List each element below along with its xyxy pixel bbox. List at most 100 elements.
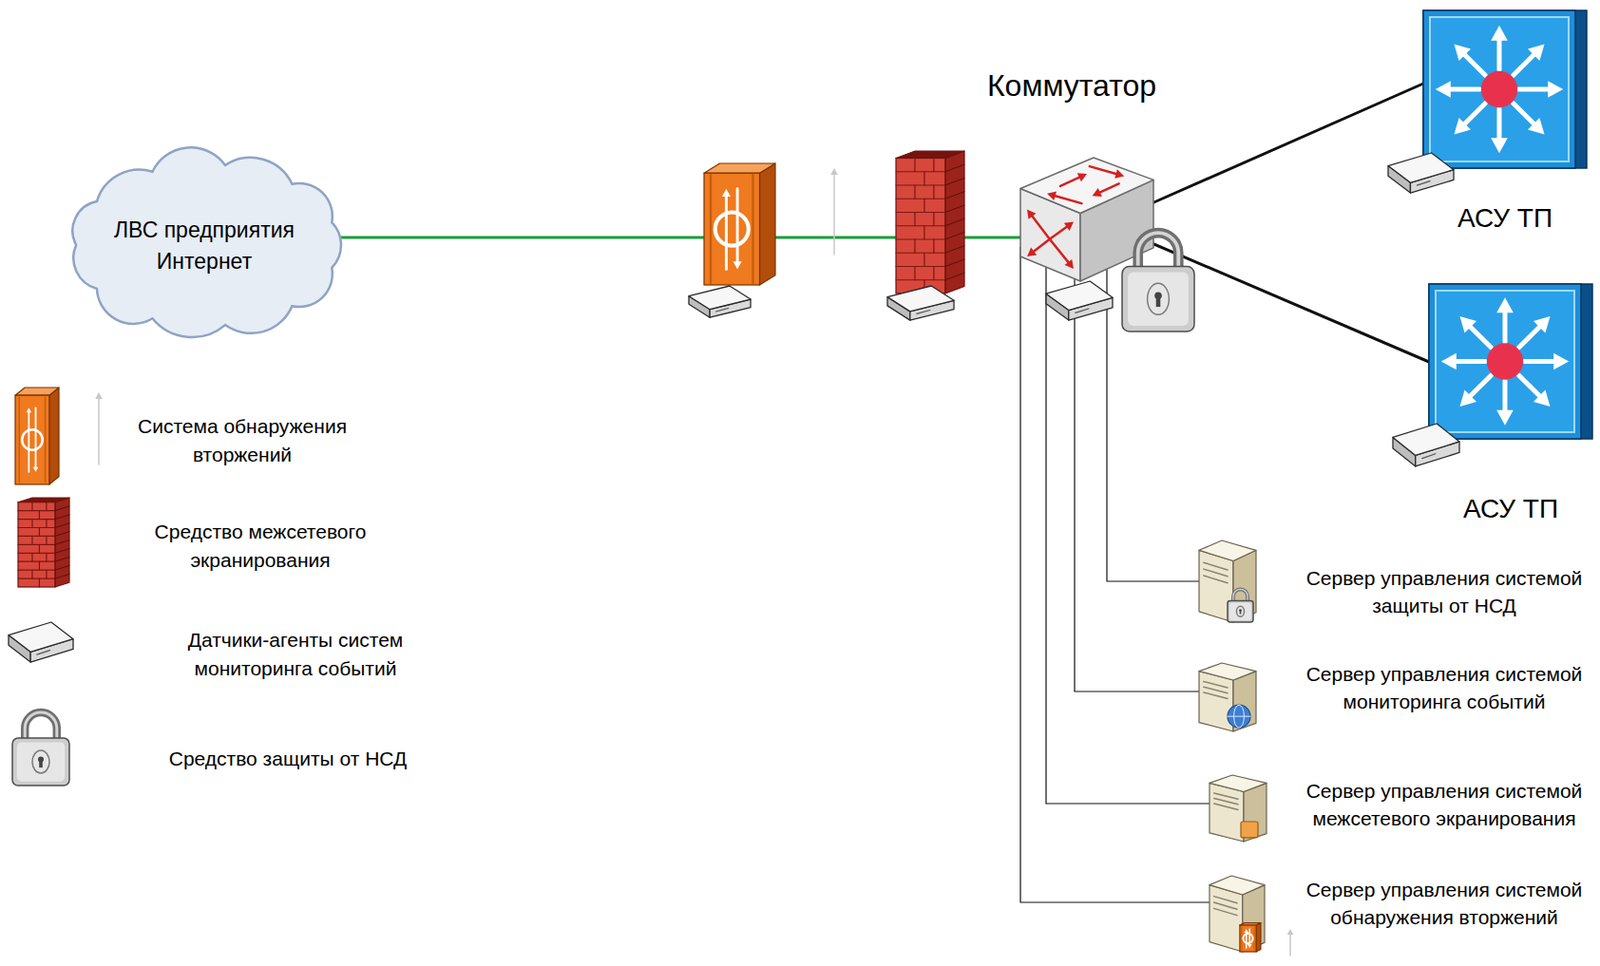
lock-keyhole xyxy=(38,759,43,768)
connector xyxy=(1106,247,1200,582)
brick-line xyxy=(895,184,946,186)
ids-ring xyxy=(1242,933,1253,944)
brick-line xyxy=(945,246,965,254)
arrow-head xyxy=(733,261,743,269)
asu-icon xyxy=(1423,10,1587,169)
detail-line xyxy=(1214,908,1238,915)
legend-item: Средство защиты от НСД xyxy=(12,704,450,733)
shape-face xyxy=(1209,885,1243,953)
server-node: Сервер управления системой межсетевого э… xyxy=(1209,775,1592,842)
shape-face xyxy=(704,163,776,173)
asu-core xyxy=(1481,71,1518,108)
brick-line xyxy=(895,238,946,240)
brick-line xyxy=(895,211,946,213)
brick-joint xyxy=(45,552,47,562)
arrow-head xyxy=(1459,389,1477,407)
server-shape xyxy=(1209,876,1265,953)
arrow-head xyxy=(1547,80,1563,98)
node-label: Сервер управления системой защиты от НСД xyxy=(1296,564,1592,620)
server-node: Сервер управления системой защиты от НСД xyxy=(1199,540,1592,623)
lock-keyhole xyxy=(1239,610,1242,615)
brick-line xyxy=(945,232,965,241)
cloud-shape xyxy=(51,133,362,358)
arrow-shaft xyxy=(1245,932,1248,949)
lock-ring xyxy=(32,750,50,774)
arrow-head xyxy=(33,467,39,473)
detail-line xyxy=(1203,681,1228,687)
brick-line xyxy=(55,540,70,546)
detail-line xyxy=(1203,575,1228,584)
asu-side xyxy=(1428,284,1593,439)
brick-line xyxy=(18,535,56,537)
brick-line xyxy=(945,191,965,200)
detail-line xyxy=(1416,181,1430,187)
detail-line xyxy=(1254,927,1256,951)
brick-joint xyxy=(933,239,934,253)
arrow-shaft xyxy=(1513,103,1538,128)
detail-line xyxy=(1422,454,1436,459)
brick-line xyxy=(55,523,70,529)
arrow-shaft xyxy=(1031,239,1050,253)
arrow-head xyxy=(26,407,33,413)
brick-joint xyxy=(31,535,33,545)
server-icon xyxy=(1209,775,1267,842)
brick-line xyxy=(18,510,56,512)
arrow-head xyxy=(1435,80,1451,98)
lock-icon xyxy=(1227,589,1254,623)
brick-line xyxy=(18,518,56,520)
arrow-head xyxy=(1441,353,1457,371)
arrow-head xyxy=(1553,353,1569,371)
brick-line xyxy=(55,532,70,537)
brick-joint xyxy=(45,502,47,512)
arrow-head xyxy=(1064,259,1074,269)
arrow-head xyxy=(95,392,103,400)
brick-joint xyxy=(923,198,925,212)
lock-body xyxy=(1227,601,1254,623)
arrow-shaft xyxy=(1466,375,1491,400)
arrow-head xyxy=(1247,944,1252,949)
arrow-head xyxy=(1533,389,1551,407)
brick-line xyxy=(895,225,946,227)
detail-line xyxy=(1214,896,1238,904)
asu-node: АСУ ТП xyxy=(1428,284,1593,528)
shape-face xyxy=(945,151,965,294)
brick-line xyxy=(895,171,946,172)
brick-line xyxy=(895,198,946,200)
brick-line xyxy=(55,557,70,563)
detail-line xyxy=(1203,562,1228,571)
brick-joint xyxy=(933,212,934,227)
shape-face xyxy=(688,285,751,310)
brick-joint xyxy=(38,527,40,536)
firewall-icon xyxy=(895,151,965,294)
shape-face xyxy=(1209,782,1244,842)
lock-body xyxy=(12,738,70,786)
switch-shape xyxy=(969,66,1198,352)
detail-line xyxy=(916,310,931,315)
brick-joint xyxy=(923,252,925,267)
arrow-shaft xyxy=(724,193,728,269)
detail-line xyxy=(1203,692,1228,699)
legend-label: Средство межсетевого экранирования xyxy=(122,517,399,575)
server-icon xyxy=(1199,663,1257,732)
arrow-shaft xyxy=(1248,929,1251,946)
detail-line xyxy=(1214,799,1239,805)
sensor-agent-icon xyxy=(1388,152,1454,193)
arrow-shaft xyxy=(1503,380,1508,415)
ids-icon xyxy=(704,163,776,286)
legend-item: Система обнаружения вторжений xyxy=(15,387,381,445)
arrow-shaft xyxy=(1497,109,1503,143)
brick-line xyxy=(55,565,70,571)
arrow-shaft xyxy=(1524,359,1559,364)
brick-line xyxy=(55,549,70,554)
arrow-head xyxy=(1027,247,1037,257)
arrow-shaft xyxy=(1497,36,1503,70)
lock-icon xyxy=(1122,232,1195,332)
lock-face xyxy=(1127,271,1189,326)
globe-line xyxy=(1227,716,1251,718)
brick-line xyxy=(18,527,56,529)
node-label: Сервер управления системой мониторинга с… xyxy=(1296,660,1592,716)
arrow-shaft xyxy=(1519,375,1543,400)
arrow-shaft xyxy=(1451,359,1486,364)
connector xyxy=(1149,83,1424,205)
brick-joint xyxy=(45,535,47,545)
